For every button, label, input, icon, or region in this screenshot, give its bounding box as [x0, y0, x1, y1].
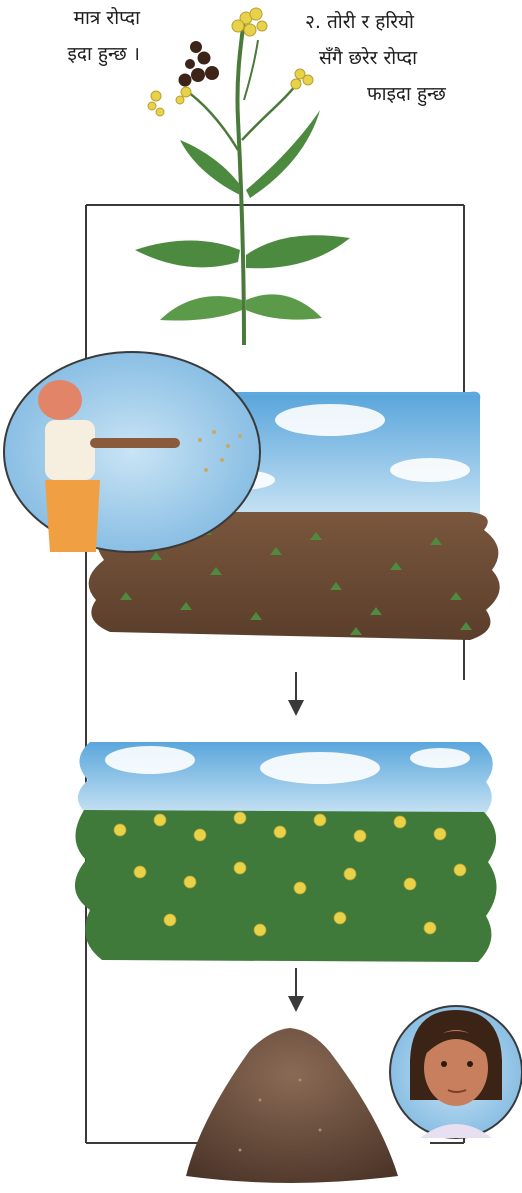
- young-woman-portrait-icon: [390, 1006, 522, 1138]
- mustard-plant-icon: [135, 8, 350, 345]
- arrow-down-icon: [288, 968, 304, 1012]
- flow-frame: [86, 205, 464, 1143]
- arrow-down-icon: [288, 672, 304, 716]
- seeds-icon: [179, 41, 220, 87]
- flowering-field-scene: [75, 742, 497, 962]
- farmer-sowing-icon: [4, 352, 260, 552]
- soil-pile-icon: [186, 1028, 398, 1183]
